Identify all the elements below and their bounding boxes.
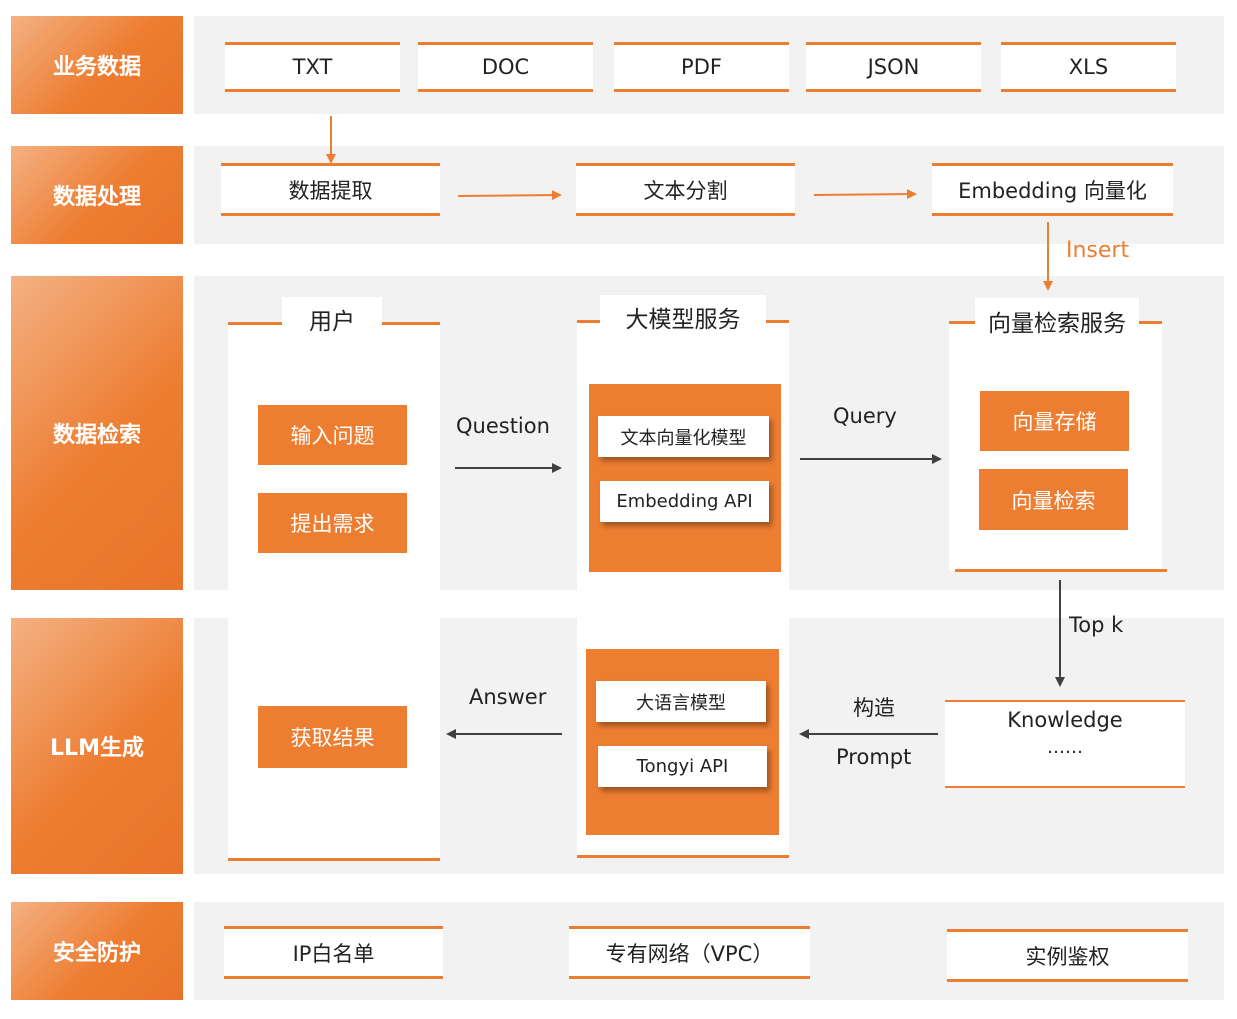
knowledge-box [945, 700, 1185, 788]
model-service-bottom-border [577, 855, 789, 858]
tongyi-api-card: Tongyi API [598, 746, 767, 787]
embedding-model-box [589, 384, 781, 572]
insert-label: Insert [1066, 238, 1130, 263]
lane-label-data-retrieval: 数据检索 [11, 276, 183, 590]
model-service-title: 大模型服务 [600, 295, 766, 339]
format-pdf: PDF [614, 42, 789, 92]
vector-service-bottom-border [955, 569, 1167, 572]
vpc-tag: 专有网络（VPC） [569, 926, 810, 979]
llm-card: 大语言模型 [596, 681, 766, 722]
input-question-button[interactable]: 输入问题 [258, 405, 407, 465]
arrow-extract-to-split [457, 190, 562, 201]
step-embedding: Embedding 向量化 [932, 163, 1173, 216]
construct-label: 构造 [853, 696, 895, 720]
lane-label-data-processing: 数据处理 [11, 146, 183, 244]
lane-label-llm-generation: LLM生成 [11, 618, 183, 874]
question-label: Question [456, 414, 550, 438]
format-txt: TXT [225, 42, 400, 92]
embedding-api-card: Embedding API [600, 481, 769, 522]
lane-label-business-data: 业务数据 [11, 16, 183, 114]
user-panel-title: 用户 [282, 297, 382, 341]
format-json: JSON [806, 42, 981, 92]
prompt-label: Prompt [836, 745, 912, 769]
raise-request-button[interactable]: 提出需求 [258, 493, 407, 553]
vector-service-title: 向量检索服务 [975, 298, 1139, 344]
vector-retrieval-button[interactable]: 向量检索 [979, 469, 1128, 530]
user-panel-bottom-border [228, 858, 440, 861]
arrow-split-to-embedding [813, 189, 917, 200]
knowledge-ellipsis: …… [1047, 737, 1083, 758]
answer-label: Answer [469, 685, 547, 709]
knowledge-title: Knowledge [1007, 708, 1123, 732]
step-split: 文本分割 [576, 163, 795, 216]
vector-storage-button[interactable]: 向量存储 [980, 391, 1129, 451]
instance-auth-tag: 实例鉴权 [947, 929, 1188, 982]
ip-whitelist-tag: IP白名单 [224, 926, 443, 979]
format-xls: XLS [1001, 42, 1176, 92]
format-doc: DOC [418, 42, 593, 92]
text-vector-model-card: 文本向量化模型 [598, 416, 769, 457]
get-result-button[interactable]: 获取结果 [258, 706, 407, 768]
step-extract: 数据提取 [221, 163, 440, 216]
lane-label-security: 安全防护 [11, 902, 183, 1000]
topk-label: Top k [1069, 613, 1124, 637]
query-label: Query [833, 404, 897, 428]
llm-box [586, 649, 779, 835]
